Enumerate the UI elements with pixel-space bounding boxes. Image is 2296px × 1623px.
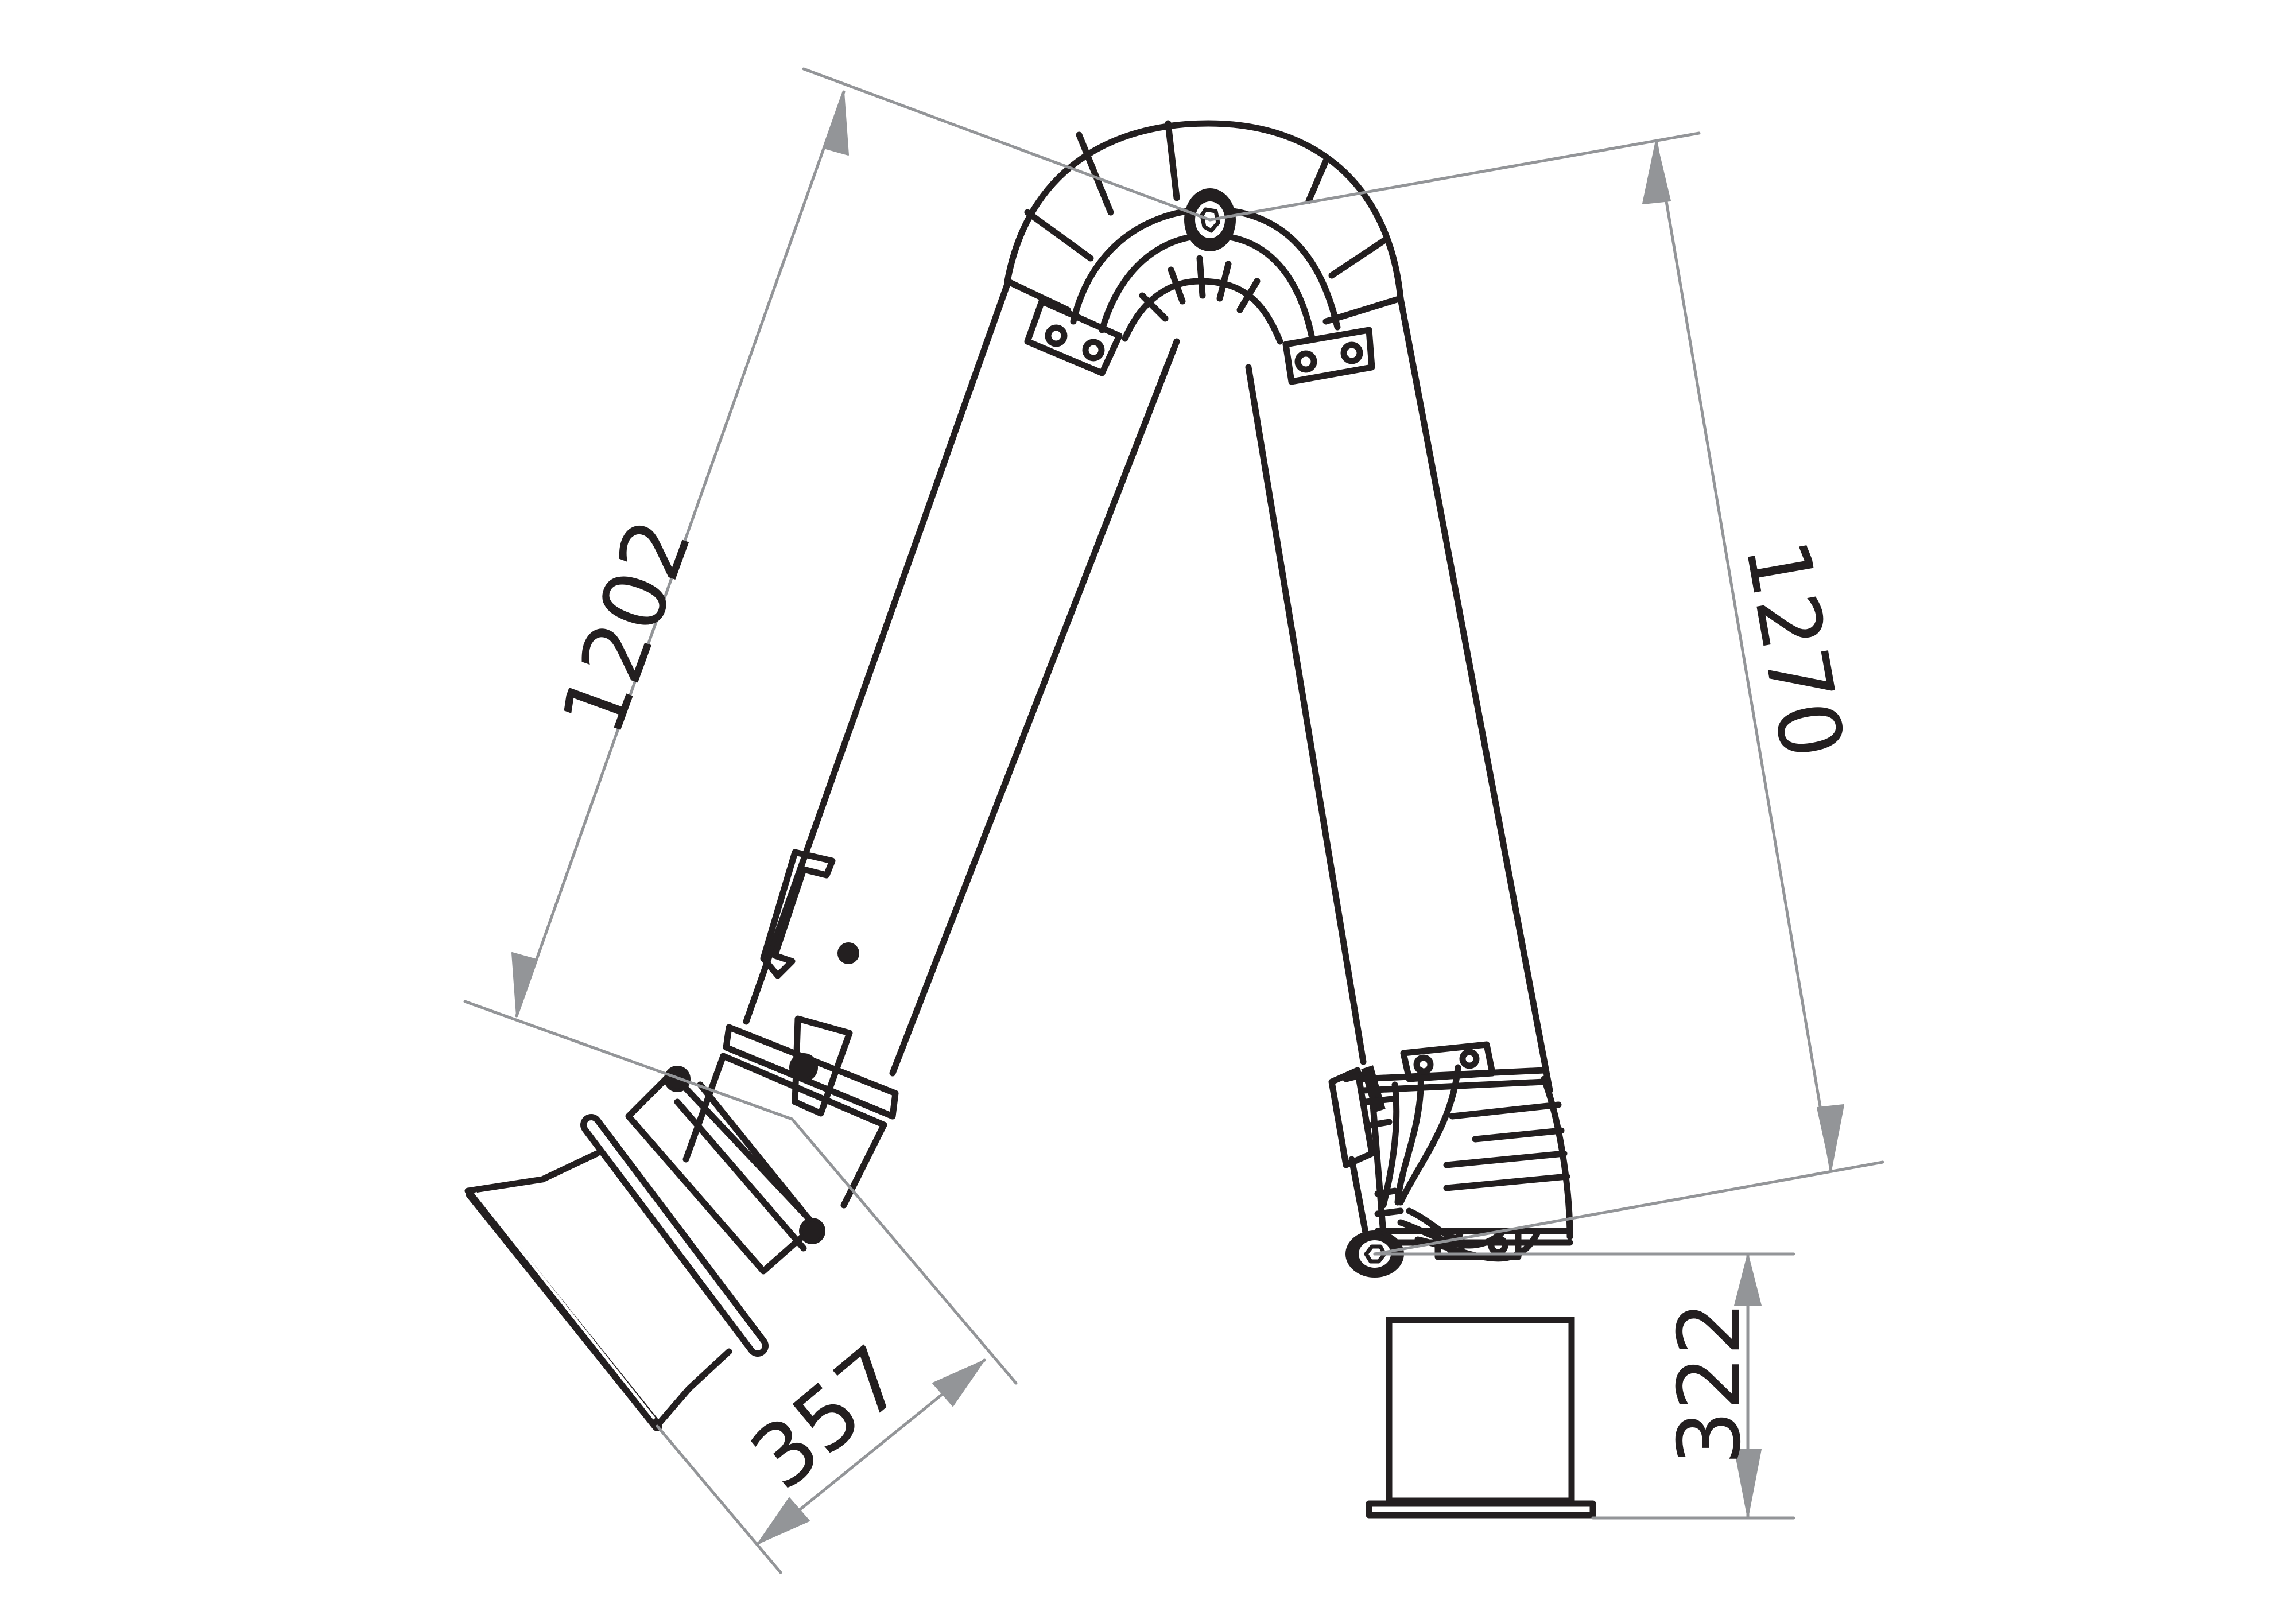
inner-arm-tube bbox=[743, 281, 1180, 1077]
hood-assembly bbox=[464, 1015, 899, 1431]
top-elbow-joint bbox=[1004, 120, 1404, 385]
extraction-arm bbox=[464, 120, 1596, 1519]
base-joint bbox=[1328, 1041, 1596, 1519]
outer-arm-tube bbox=[1245, 295, 1553, 1094]
dimension-1202 bbox=[463, 67, 1212, 1121]
arm-handle bbox=[760, 849, 836, 979]
dimension-322 bbox=[1373, 1252, 1795, 1520]
dimension-357 bbox=[656, 1117, 1018, 1574]
dim-label-1202: 1202 bbox=[542, 507, 711, 747]
wall-mount-base bbox=[1386, 1317, 1575, 1504]
dim-label-322: 322 bbox=[1660, 1301, 1760, 1465]
dimension-1270 bbox=[1208, 131, 1884, 1256]
dimension-lines: 1202 1270 357 322 bbox=[463, 67, 1884, 1574]
arm-marker-dot bbox=[837, 942, 859, 964]
dim-label-1270: 1270 bbox=[1725, 533, 1862, 766]
